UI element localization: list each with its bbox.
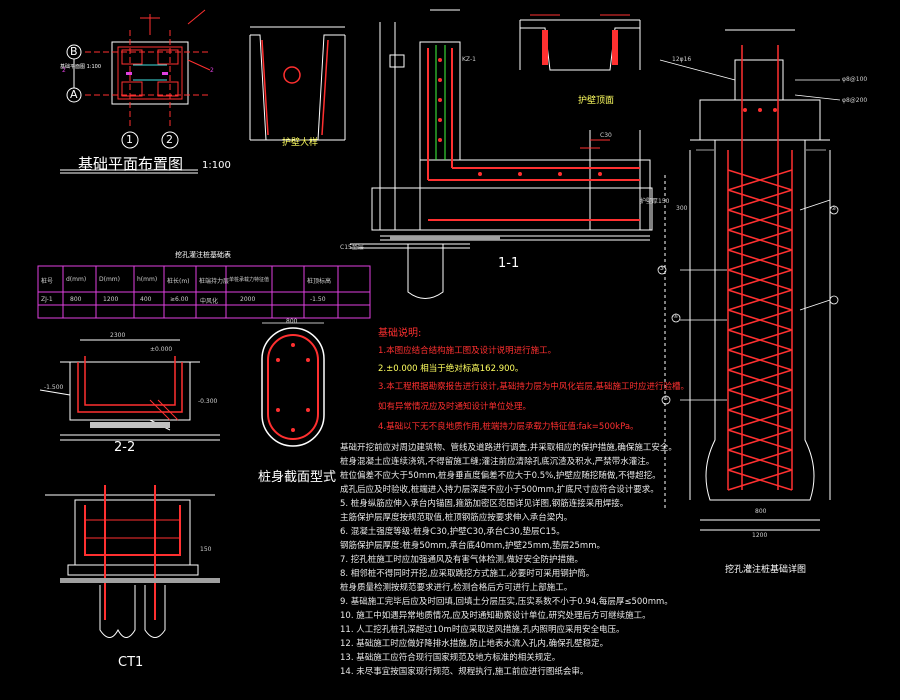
axis-label-1: 1 xyxy=(126,133,133,146)
dim-label: 300 xyxy=(676,205,688,212)
callout-label: ⑤ xyxy=(663,395,669,402)
note-line: 桩身质量检测按规范要求进行,检测合格后方可进行上部施工。 xyxy=(340,583,573,593)
callout-label: 12φ16 xyxy=(672,56,692,63)
note-red-4: 4.基础以下无不良地质作用,桩端持力层承载力特征值:fak=500kPa。 xyxy=(378,422,639,432)
note-line: 8. 相邻桩不得同时开挖,应采取跳挖方式施工,必要时可采用钢护筒。 xyxy=(340,569,595,579)
dim-label: 800 xyxy=(755,508,767,515)
foundation-plan: 基础平面图 1:100 2 2 xyxy=(60,9,214,174)
plan-scale: 1:100 xyxy=(202,160,231,171)
note-red-1: 1.本图应结合结构施工图及设计说明进行施工。 xyxy=(378,346,557,356)
pile-section-shape xyxy=(261,322,325,447)
callout-label: φ8@100 xyxy=(842,76,868,83)
pile-table-grid xyxy=(37,265,371,319)
axis-label-a: A xyxy=(70,88,78,101)
callout-label: C30 xyxy=(600,132,612,139)
note-red-3b: 如有异常情况应及时通知设计单位处理。 xyxy=(378,402,532,412)
note-line: 7. 挖孔桩施工时应加强通风及有害气体检测,做好安全防护措施。 xyxy=(340,555,584,565)
note-line: 主筋保护层厚度按规范取值,桩顶钢筋应按要求伸入承台梁内。 xyxy=(340,513,573,523)
callout-label: 护壁厚150 xyxy=(640,198,670,205)
table-header-3: D(mm) xyxy=(99,276,120,283)
svg-text:2: 2 xyxy=(62,67,66,74)
notes-heading: 基础说明: xyxy=(378,328,422,339)
table-header-7: 单桩承载力特征值 xyxy=(229,277,270,283)
note-line: 10. 施工中如遇异常地质情况,应及时通知勘察设计单位,研究处理后方可继续施工。 xyxy=(340,611,651,621)
note-line: 12. 基础施工时应做好降排水措施,防止地表水流入孔内,确保孔壁稳定。 xyxy=(340,639,609,649)
dim-label: ±0.000 xyxy=(150,346,173,353)
note-red-3: 3.本工程根据勘察报告进行设计,基础持力层为中风化岩层,基础施工时应进行验槽。 xyxy=(378,382,690,392)
wall-top-title: 护壁顶面 xyxy=(578,96,615,106)
section-2-2 xyxy=(39,339,220,441)
ct1-title: CT1 xyxy=(118,655,144,670)
note-line: 成孔后应及时验收,桩端进入持力层深度不应小于500mm,扩底尺寸应符合设计要求。 xyxy=(340,485,659,495)
note-line: 5. 桩身纵筋应伸入承台内锚固,箍筋加密区范围详见详图,钢筋连接采用焊接。 xyxy=(340,499,629,509)
table-cell: -1.50 xyxy=(310,296,326,303)
table-cell: ZJ-1 xyxy=(41,296,53,303)
dim-label: -1.500 xyxy=(44,384,64,391)
note-red-2: 2.±0.000 相当于绝对标高162.900。 xyxy=(378,364,524,374)
note-line: 6. 混凝土强度等级:桩身C30,护壁C30,承台C30,垫层C15。 xyxy=(340,527,565,537)
wall-detail-title: 护壁大样 xyxy=(282,138,319,148)
section-11-title: 1-1 xyxy=(498,256,520,271)
pile-detail-title: 挖孔灌注桩基础详图 xyxy=(725,565,807,575)
pile-section-title: 桩身截面型式 xyxy=(258,470,337,485)
callout-label: ③ xyxy=(659,265,665,272)
pile-detail xyxy=(657,29,841,531)
section-1-1 xyxy=(350,9,653,299)
axis-label-b: B xyxy=(70,45,78,58)
table-cell: 800 xyxy=(70,296,82,303)
table-header-1: 桩号 xyxy=(41,278,54,285)
table-cell: 2000 xyxy=(240,296,256,303)
note-line: 11. 人工挖孔桩孔深超过10m时应采取送风措施,孔内照明应采用安全电压。 xyxy=(340,625,625,635)
note-line: 桩位偏差不应大于50mm,桩身垂直度偏差不应大于0.5%,护壁应随挖随做,不得超… xyxy=(340,471,661,481)
table-header-5: 桩长(m) xyxy=(167,278,190,285)
dim-label: 150 xyxy=(200,546,212,553)
note-line: 13. 基础施工应符合现行国家规范及地方标准的相关规定。 xyxy=(340,653,561,663)
note-line: 桩身混凝土应连续浇筑,不得留施工缝;灌注前应清除孔底沉渣及积水,严禁带水灌注。 xyxy=(340,457,655,467)
callout-label: C15垫层 xyxy=(340,244,364,251)
dim-label: 1200 xyxy=(752,532,768,539)
callout-label: ② xyxy=(831,205,837,212)
dim-label: -0.300 xyxy=(198,398,218,405)
svg-text:2: 2 xyxy=(210,67,214,74)
table-header-2: d(mm) xyxy=(66,276,87,283)
callout-label: ④ xyxy=(673,313,679,320)
note-line: 14. 未尽事宜按国家现行规范、规程执行,施工前应进行图纸会审。 xyxy=(340,667,589,677)
table-title: 挖孔灌注桩基础表 xyxy=(175,251,231,259)
ct1-detail xyxy=(45,485,220,638)
table-cell: 中风化 xyxy=(200,298,219,305)
table-cell: 1200 xyxy=(103,296,119,303)
table-header-8: 桩顶标高 xyxy=(307,278,332,285)
table-cell: 400 xyxy=(140,296,152,303)
callout-label: φ8@200 xyxy=(842,97,868,104)
callout-label: KZ-1 xyxy=(462,56,476,63)
note-line: 钢筋保护层厚度:桩身50mm,承台底40mm,护壁25mm,垫层25mm。 xyxy=(340,541,605,551)
dim-label: 2300 xyxy=(110,332,126,339)
axis-label-2: 2 xyxy=(166,133,173,146)
wall-top-view xyxy=(519,14,641,71)
note-line: 9. 基础施工完毕后应及时回填,回填土分层压实,压实系数不小于0.94,每层厚≤… xyxy=(340,597,673,607)
table-header-6: 桩端持力层 xyxy=(199,278,230,285)
dim-label: 800 xyxy=(286,318,298,325)
plan-title: 基础平面布置图 xyxy=(78,155,184,173)
section-22-title: 2-2 xyxy=(114,440,136,455)
note-line: 基础开挖前应对周边建筑物、管线及道路进行调查,并采取相应的保护措施,确保施工安全… xyxy=(340,443,677,453)
wall-detail xyxy=(249,26,346,141)
table-header-4: h(mm) xyxy=(137,276,158,283)
svg-text:基础平面图 1:100: 基础平面图 1:100 xyxy=(60,63,101,70)
table-cell: ≥6.00 xyxy=(170,296,189,303)
